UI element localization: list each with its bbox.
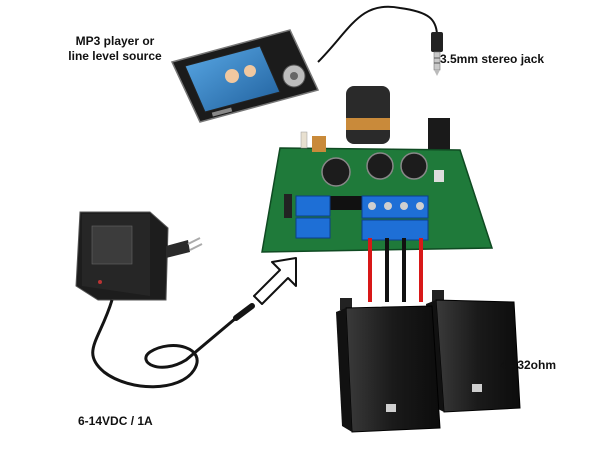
speaker-icon bbox=[336, 290, 521, 433]
mp3-source-label-line1: MP3 player or bbox=[75, 34, 155, 48]
arrow-icon bbox=[253, 257, 297, 305]
amplifier-board-icon bbox=[261, 86, 494, 253]
mp3-player-icon bbox=[170, 29, 320, 123]
audio-jack-icon bbox=[431, 32, 443, 76]
power-adapter-icon bbox=[75, 211, 255, 389]
mp3-source-label-line2: line level source bbox=[68, 49, 162, 63]
jack-label: 3.5mm stereo jack bbox=[440, 52, 545, 66]
power-label: 6-14VDC / 1A bbox=[78, 414, 153, 428]
speaker-wires bbox=[368, 238, 423, 302]
jack-cable bbox=[317, 5, 438, 63]
impedance-label: 4 - 32ohm bbox=[500, 358, 557, 372]
mp3-source-label: MP3 player or line level source bbox=[60, 34, 170, 64]
